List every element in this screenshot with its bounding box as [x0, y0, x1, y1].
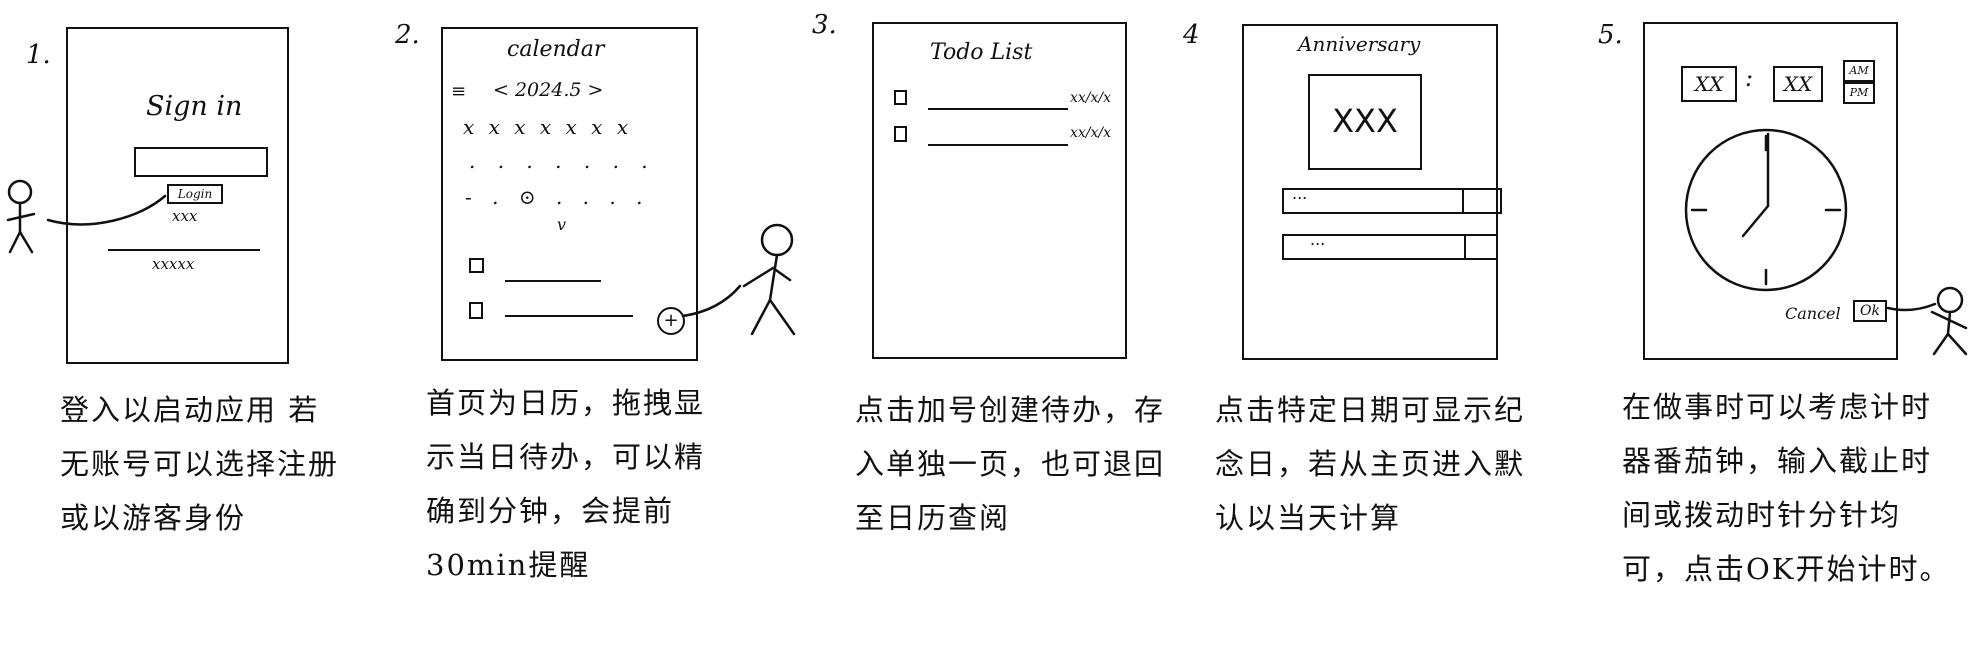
todo-list-line-1 — [928, 108, 1068, 110]
panel-5-number: 5. — [1598, 20, 1623, 50]
panel-4-caption: 点击特定日期可显示纪念日，若从主页进入默认以当天计算 — [1215, 393, 1526, 535]
add-button[interactable]: + — [657, 307, 685, 335]
anniversary-field-1-divider — [1462, 190, 1464, 212]
panel-2-caption: 首页为日历，拖拽显示当日待办，可以精确到分钟，会提前30min提醒 — [426, 386, 706, 582]
panel-4-phone: Anniversary XXX ... ... — [1242, 24, 1502, 360]
todo-list-date-1: xx/x/x — [1070, 90, 1112, 106]
todo-list-line-2 — [928, 144, 1068, 146]
anniversary-image: XXX — [1308, 74, 1422, 170]
time-colon: : — [1745, 64, 1754, 92]
signin-option-text: xxx — [172, 207, 198, 225]
panel-1-phone: Sign in Login xxx xxxxx — [66, 27, 289, 364]
panel-5-user-figure — [1886, 286, 1968, 356]
hour-input[interactable]: XX — [1681, 66, 1737, 102]
expand-chevron-icon[interactable]: v — [557, 215, 567, 234]
ok-button[interactable]: Ok — [1853, 300, 1887, 322]
todo-checkbox-1[interactable] — [469, 258, 484, 273]
signin-guest-text: xxxxx — [152, 255, 195, 273]
todo-line-1 — [505, 280, 601, 282]
panel-2-user-figure — [681, 223, 796, 336]
panel-1-user-figure — [6, 179, 167, 254]
clock-dial-icon[interactable] — [1645, 24, 1900, 362]
calendar-week-row-1[interactable]: . . . . . . . — [469, 149, 656, 173]
anniversary-title: Anniversary — [1298, 32, 1421, 56]
panel-1-number: 1. — [26, 40, 51, 70]
calendar-title: calendar — [507, 37, 605, 62]
todo-checkbox-2[interactable] — [469, 302, 483, 319]
anniversary-field-2-divider — [1464, 236, 1466, 258]
panel-5-caption: 在做事时可以考虑计时器番茄钟，输入截止时间或拨动时针分针均可，点击OK开始计时。 — [1622, 390, 1951, 586]
minute-input[interactable]: XX — [1773, 66, 1823, 102]
signin-divider — [108, 249, 260, 251]
panel-2-phone: calendar ≡ < 2024.5 > x x x x x x x . . … — [441, 27, 698, 361]
am-toggle[interactable]: AM — [1843, 60, 1875, 82]
anniversary-field-1[interactable]: ... — [1282, 184, 1502, 214]
anniversary-field-2-text: ... — [1310, 230, 1326, 249]
panel-5-phone: XX : XX AM PM Cancel Ok — [1643, 22, 1898, 360]
signin-title: Sign in — [146, 91, 243, 122]
signin-input[interactable] — [134, 147, 268, 177]
menu-icon[interactable]: ≡ — [451, 81, 467, 102]
anniversary-field-2[interactable]: ... — [1282, 230, 1498, 260]
weekday-row: x x x x x x x — [463, 115, 633, 139]
calendar-week-row-2[interactable]: - . ⊙ . . . . — [465, 185, 650, 209]
todo-line-2 — [505, 315, 633, 317]
panel-2-number: 2. — [395, 20, 420, 50]
todo-list-title: Todo List — [930, 40, 1033, 65]
month-navigator[interactable]: < 2024.5 > — [493, 79, 604, 101]
panel-4-number: 4 — [1183, 20, 1200, 50]
panel-1-caption: 登入以启动应用 若无账号可以选择注册或以游客身份 — [60, 393, 340, 535]
panel-3-number: 3. — [812, 10, 837, 40]
panel-3-phone: Todo List xx/x/x xx/x/x — [872, 22, 1127, 359]
login-button[interactable]: Login — [167, 184, 223, 204]
cancel-button[interactable]: Cancel — [1785, 304, 1841, 323]
pm-toggle[interactable]: PM — [1843, 82, 1875, 104]
todo-list-date-2: xx/x/x — [1070, 125, 1112, 141]
todo-list-checkbox-2[interactable] — [894, 126, 907, 142]
panel-3-caption: 点击加号创建待办，存入单独一页，也可退回至日历查阅 — [855, 393, 1166, 535]
todo-list-checkbox-1[interactable] — [894, 90, 907, 105]
anniversary-field-1-text: ... — [1292, 184, 1308, 203]
